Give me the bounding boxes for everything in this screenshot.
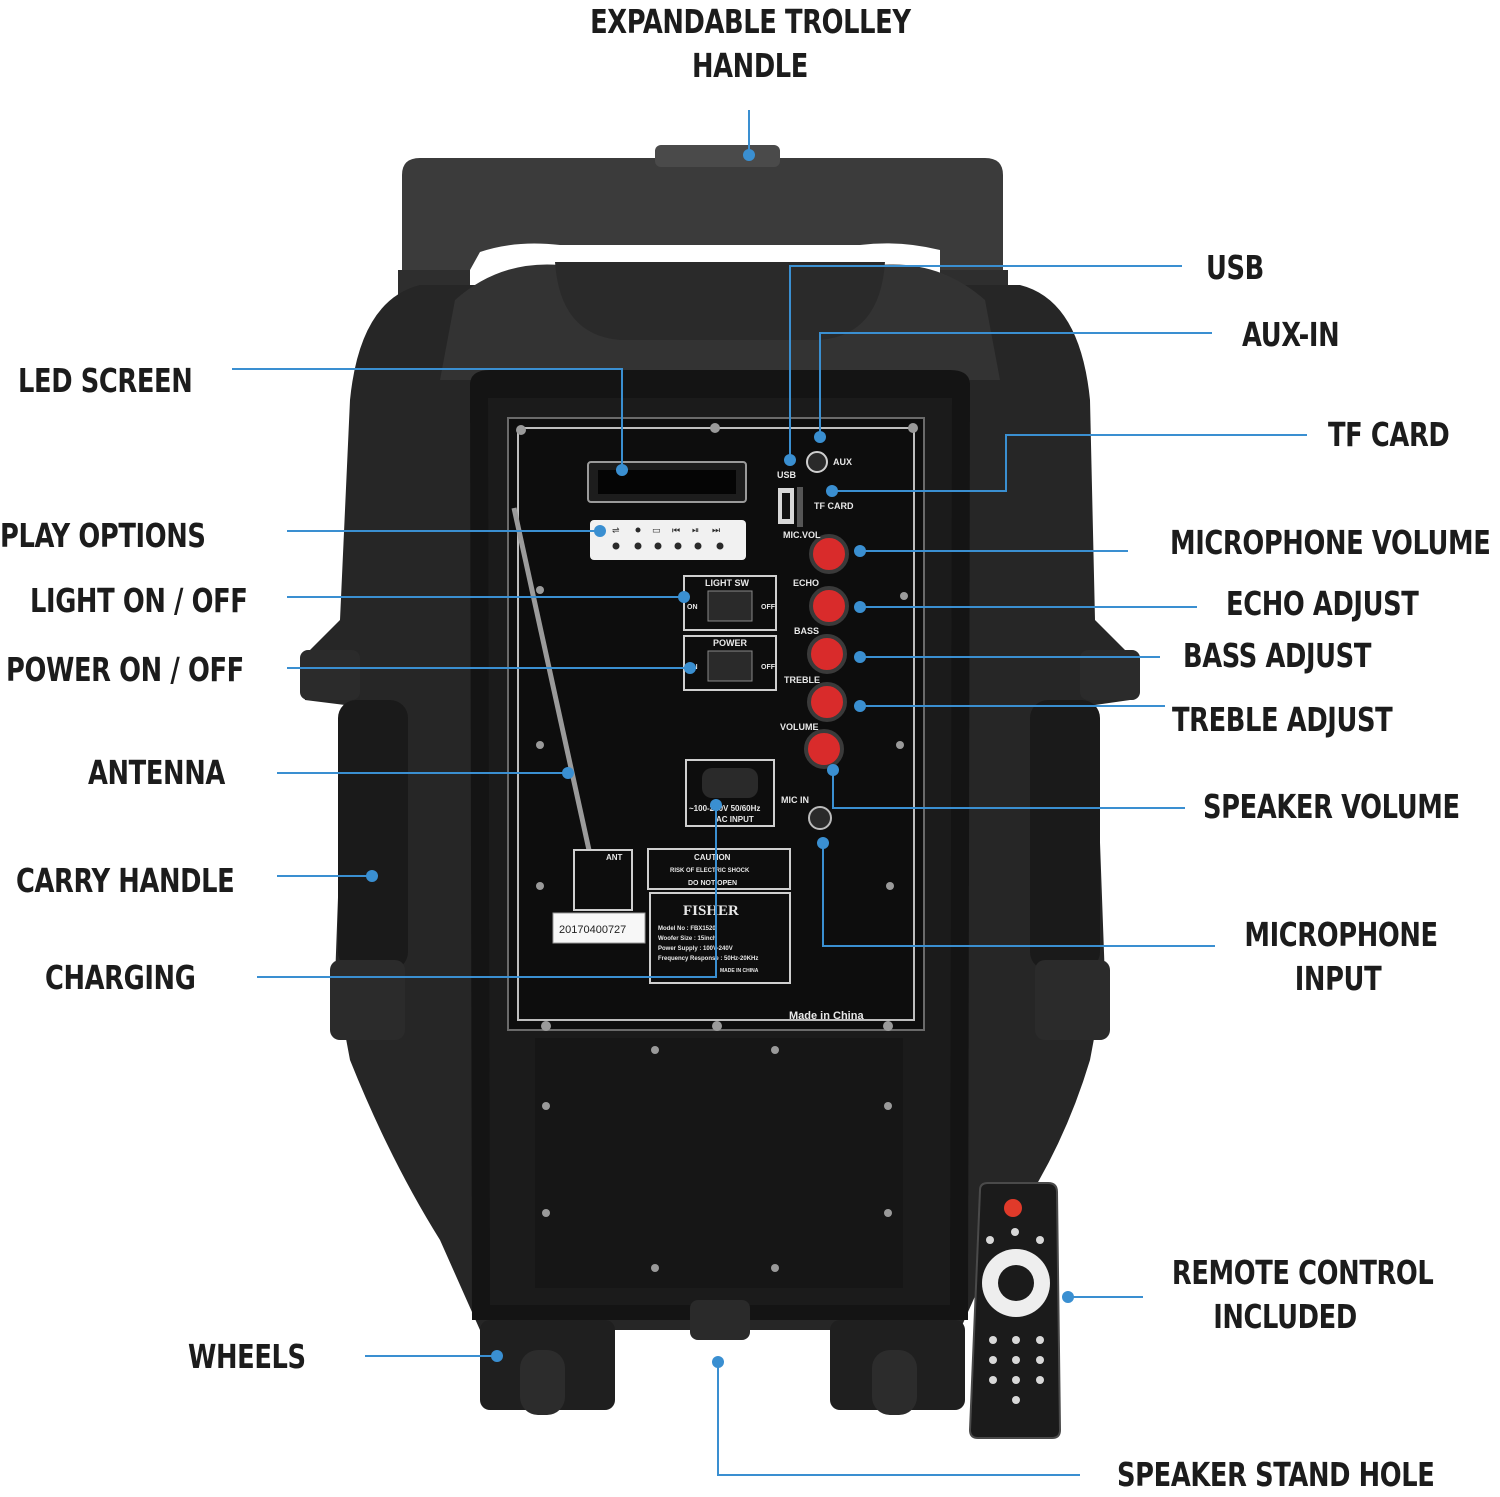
svg-text:⏯: ⏯ <box>692 526 699 536</box>
remote-control-icon <box>968 1182 1062 1439</box>
callout-charging: CHARGING <box>45 958 196 997</box>
panel-do-not-open: DO NOT OPEN <box>688 880 737 887</box>
callout-usb: USB <box>1206 248 1264 287</box>
callout-antenna: ANTENNA <box>88 753 225 792</box>
panel-lightsw-label: LIGHT SW <box>705 578 749 588</box>
callout-play-options: PLAY OPTIONS <box>0 516 206 555</box>
callout-power-on-off: POWER ON / OFF <box>6 650 244 689</box>
panel-ac-input: AC INPUT <box>716 815 754 824</box>
callout-bass-adjust: BASS ADJUST <box>1183 636 1372 675</box>
panel-on-label-1: ON <box>687 604 698 611</box>
panel-woofer: Woofer Size : 15inch <box>658 936 717 942</box>
callout-speaker-volume: SPEAKER VOLUME <box>1203 787 1460 826</box>
panel-usb-label: USB <box>777 470 797 480</box>
callout-carry-handle: CARRY HANDLE <box>16 861 235 900</box>
svg-text:▭: ▭ <box>652 526 661 536</box>
panel-echo-label: ECHO <box>793 578 819 588</box>
callout-remote-line2: INCLUDED <box>1213 1297 1357 1336</box>
callout-led-screen: LED SCREEN <box>18 361 193 400</box>
panel-freq: Frequency Response : 50Hz-20KHz <box>658 956 758 962</box>
callout-echo-adjust: ECHO ADJUST <box>1226 584 1419 623</box>
panel-bass-label: BASS <box>794 626 819 636</box>
callout-treble-adjust: TREBLE ADJUST <box>1172 700 1393 739</box>
panel-aux-label: AUX <box>833 457 852 467</box>
panel-volume-label: VOLUME <box>780 722 819 732</box>
panel-power-supply: Power Supply : 100V-240V <box>658 946 733 952</box>
wheels-icon <box>480 1300 965 1415</box>
panel-made-small: MADE IN CHINA <box>720 968 759 974</box>
panel-off-label-1: OFF <box>761 604 776 611</box>
callout-aux-in: AUX-IN <box>1242 315 1340 354</box>
callout-wheels: WHEELS <box>188 1337 306 1376</box>
panel-micin-label: MIC IN <box>781 795 809 805</box>
panel-serial: 20170400727 <box>559 924 626 936</box>
callout-microphone-input-line2: INPUT <box>1294 959 1382 998</box>
svg-text:⏭: ⏭ <box>712 526 720 536</box>
callout-trolley-handle-line1: EXPANDABLE TROLLEY <box>590 2 911 41</box>
callout-speaker-stand-hole: SPEAKER STAND HOLE <box>1117 1455 1435 1494</box>
callout-light-on-off: LIGHT ON / OFF <box>30 581 248 620</box>
callout-microphone-volume: MICROPHONE VOLUME <box>1170 523 1491 562</box>
panel-caution: CAUTION <box>694 853 731 862</box>
panel-model: Model No : FBX1520 <box>658 926 716 932</box>
panel-risk: RISK OF ELECTRIC SHOCK <box>670 868 750 874</box>
panel-micvol-label: MIC.VOL <box>783 530 821 540</box>
callout-tf-card: TF CARD <box>1328 415 1450 454</box>
panel-tf-label: TF CARD <box>814 501 854 511</box>
panel-made-in-china: Made in China <box>789 1010 864 1022</box>
callout-trolley-handle-line2: HANDLE <box>691 46 809 85</box>
panel-brand: FISHER <box>683 903 739 919</box>
knob-icon <box>804 534 849 769</box>
panel-ant-label: ANT <box>606 853 623 862</box>
panel-off-label-2: OFF <box>761 664 776 671</box>
svg-text:⇌: ⇌ <box>612 526 620 536</box>
panel-treble-label: TREBLE <box>784 675 820 685</box>
callout-microphone-input-line1: MICROPHONE <box>1244 915 1438 954</box>
panel-ac-rating: ~100-240V 50/60Hz <box>689 804 760 813</box>
panel-power-label: POWER <box>713 638 748 648</box>
callout-remote-line1: REMOTE CONTROL <box>1171 1253 1434 1292</box>
svg-text:⏮: ⏮ <box>672 526 680 536</box>
